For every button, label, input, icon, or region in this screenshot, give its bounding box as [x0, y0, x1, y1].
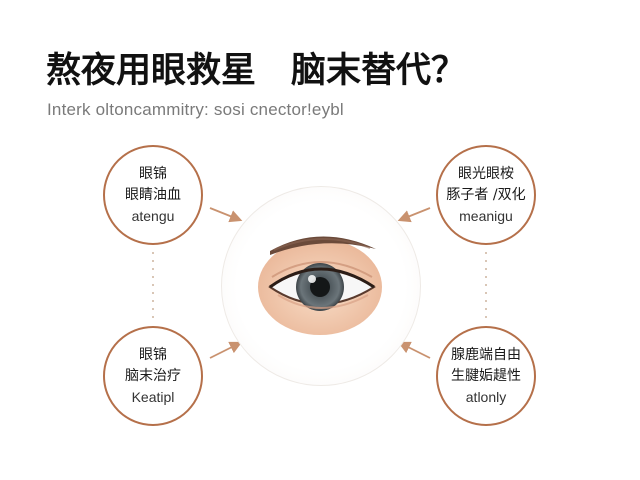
- node-line2: 生腱姤趧性: [451, 368, 521, 384]
- eye-icon: [258, 236, 382, 335]
- node-line3: atlonly: [465, 389, 507, 405]
- node-line3: Keatipl: [131, 389, 175, 405]
- arrow-top-right: [397, 207, 431, 223]
- page-title: 熬夜用眼救星 脑末替代？: [46, 51, 467, 91]
- node-line1: 眼锦: [139, 166, 167, 182]
- node-line2: 脑末治疗: [125, 368, 181, 384]
- page-subtitle: Interk oltoncammitry: sosi cnector!eybl: [47, 100, 344, 119]
- arrow-bottom-left: [209, 341, 243, 359]
- node-bottom-left: 眼锦 脑末治疗 Keatipl: [103, 326, 203, 426]
- arrow-bottom-right: [397, 341, 431, 359]
- node-bottom-right: 腺鹿端自由 生腱姤趧性 atlonly: [436, 326, 536, 426]
- node-line3: atengu: [131, 208, 175, 224]
- node-top-right: 眼光眼桉 豚子者 /双化 meanigu: [436, 145, 536, 245]
- node-top-left: 眼锦 眼睛油血 atengu: [103, 145, 203, 245]
- node-line1: 腺鹿端自由: [451, 347, 521, 363]
- arrow-top-left: [209, 207, 243, 223]
- node-line2: 豚子者 /双化: [446, 187, 526, 203]
- node-line2: 眼睛油血: [125, 187, 181, 203]
- node-line3: meanigu: [459, 208, 513, 224]
- node-line1: 眼光眼桉: [458, 166, 514, 182]
- node-line1: 眼锦: [139, 347, 167, 363]
